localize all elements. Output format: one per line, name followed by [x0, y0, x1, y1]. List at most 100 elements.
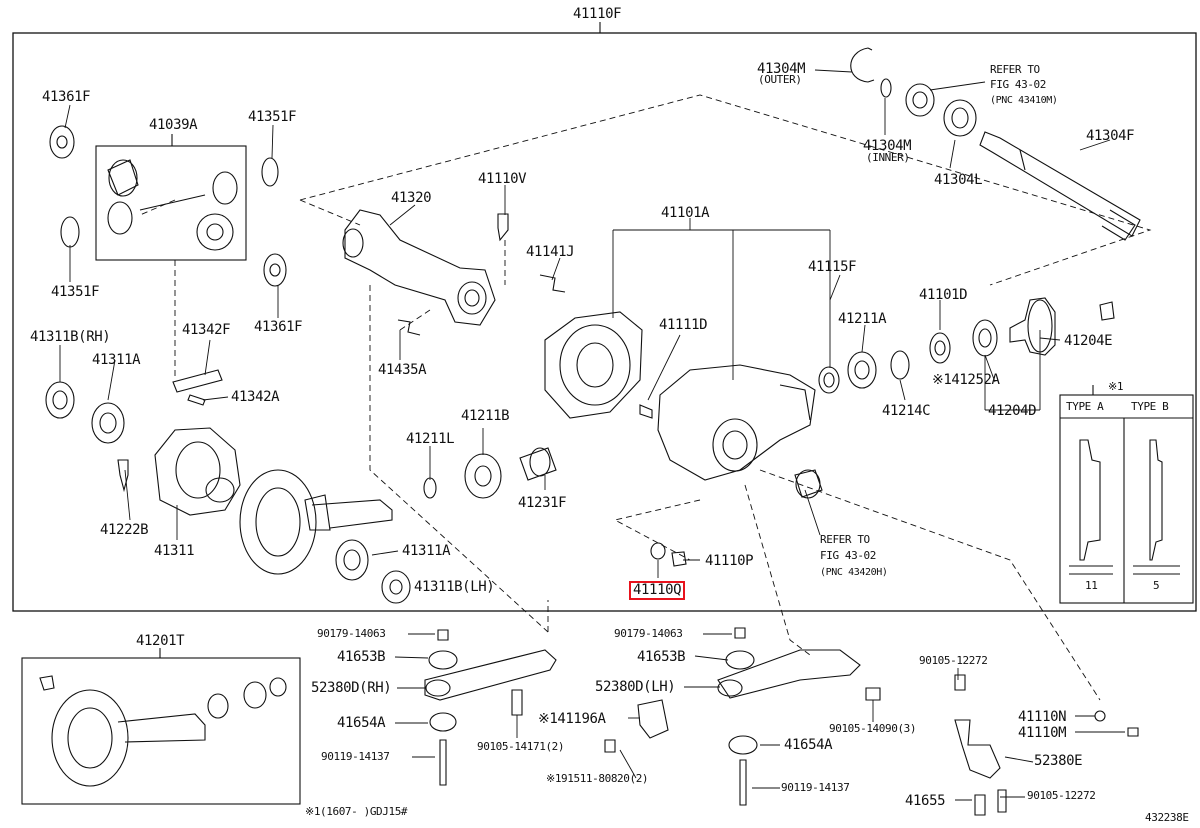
seal-41115f — [818, 366, 840, 394]
callout-41304l: 41304L — [934, 172, 983, 188]
callout-90179-14063-b: 90179-14063 — [614, 627, 683, 640]
refer-top-line-2: FIG 43-02 — [990, 78, 1047, 91]
callout-41101a: 41101A — [661, 205, 710, 221]
callout-41214c: 41214C — [882, 403, 931, 419]
bearing-41311a-a — [91, 402, 125, 444]
ring-gear-pinion — [239, 469, 393, 575]
callout-41435a: 41435A — [378, 362, 427, 378]
callout-41201t: 41201T — [136, 633, 185, 649]
callout-41115f: 41115F — [808, 259, 857, 275]
oil-seal-41304l — [905, 83, 935, 117]
callout-191511-80820: ※191511-80820(2) — [546, 772, 649, 785]
callout-41311b-lh: 41311B(LH) — [414, 579, 495, 595]
callout-41110m: 41110M — [1018, 725, 1067, 741]
lh-mount-assembly — [604, 627, 881, 806]
type-b-profile — [1149, 439, 1163, 561]
stud-bolt-41141j — [539, 274, 566, 293]
callout-90105-12272-a: 90105-12272 — [919, 654, 988, 667]
callout-90179-14063-a: 90179-14063 — [317, 627, 386, 640]
callout-41211a: 41211A — [838, 311, 887, 327]
part-drawings — [39, 47, 1180, 816]
refer-mid-line-2: FIG 43-02 — [820, 549, 877, 562]
callout-41342a: 41342A — [231, 389, 280, 405]
callout-41211b: 41211B — [461, 408, 510, 424]
callout-141196a: ※141196A — [538, 711, 606, 727]
pinion-gear-set — [107, 159, 238, 251]
callout-41351f-a: 41351F — [248, 109, 297, 125]
dashed-guides — [139, 94, 1152, 701]
bearing-41211b — [464, 453, 502, 499]
type-b-header: TYPE B — [1131, 400, 1169, 413]
axle-housing-41320 — [342, 209, 496, 326]
callout-outer-note: (OUTER) — [758, 73, 802, 86]
callout-90119-14137-b: 90119-14137 — [781, 781, 850, 794]
callout-41204e: 41204E — [1064, 333, 1113, 349]
callout-90119-14137-a: 90119-14137 — [321, 750, 390, 763]
callout-41110n: 41110N — [1018, 709, 1067, 725]
callout-41231f: 41231F — [518, 495, 567, 511]
type-table — [1059, 394, 1194, 604]
refer-top-line-3: (PNC 43410M) — [990, 95, 1058, 106]
callout-41653b-a: 41653B — [337, 649, 386, 665]
type-a-profile — [1079, 439, 1101, 561]
callout-41304m-inner: 41304M — [863, 138, 912, 154]
seal-right — [794, 469, 823, 498]
shim-41211l — [423, 477, 437, 499]
gasket-41110q — [650, 542, 666, 560]
main-frame — [12, 32, 1197, 612]
bolt-41435a — [397, 319, 421, 336]
callout-41655: 41655 — [905, 793, 946, 809]
plug-41110p — [671, 551, 687, 567]
differential-carrier-41101a — [544, 311, 816, 481]
pin-41342a — [187, 394, 206, 406]
callout-41204d: 41204D — [988, 403, 1037, 419]
callout-52380d-rh: 52380D(RH) — [311, 680, 392, 696]
callout-41342f: 41342F — [182, 322, 231, 338]
callout-41311a-b: 41311A — [402, 543, 451, 559]
bearing-41311a-b — [335, 539, 369, 581]
pinion-set-frame — [95, 145, 247, 261]
callout-41110q-highlighted[interactable]: 41110Q — [629, 581, 686, 600]
callout-41361f-a: 41361F — [42, 89, 91, 105]
callout-41311b-rh: 41311B(RH) — [30, 329, 111, 345]
callout-41311a-a: 41311A — [92, 352, 141, 368]
bolt-41222b — [117, 459, 129, 493]
axle-shaft-41304f — [979, 131, 1141, 237]
snap-ring-inner — [880, 78, 892, 98]
callout-41141j: 41141J — [526, 244, 575, 260]
callout-41222b: 41222B — [100, 522, 149, 538]
oil-seal-141252a — [972, 319, 998, 357]
callout-41311: 41311 — [154, 543, 195, 559]
callout-41110v: 41110V — [478, 171, 527, 187]
type-a-header: TYPE A — [1066, 400, 1104, 413]
breather-plug — [497, 213, 509, 242]
callout-41039a: 41039A — [149, 117, 198, 133]
kit-frame — [21, 657, 301, 805]
callout-52380e: 52380E — [1034, 753, 1083, 769]
washer-41311b-lh — [381, 570, 411, 604]
thrust-washer-41361f-a — [49, 125, 75, 159]
callout-90105-14090: 90105-14090(3) — [829, 722, 917, 735]
callout-41110p: 41110P — [705, 553, 754, 569]
callout-41110f: 41110F — [573, 6, 622, 22]
washer-41351f-b — [60, 216, 80, 248]
callout-41653b-b: 41653B — [637, 649, 686, 665]
callout-41304f: 41304F — [1086, 128, 1135, 144]
callout-90105-14171: 90105-14171(2) — [477, 740, 565, 753]
bearing-top — [943, 99, 977, 137]
callout-41111d: 41111D — [659, 317, 708, 333]
differential-case-41311 — [154, 427, 241, 516]
companion-flange-41204d — [1009, 297, 1056, 356]
rh-mount-assembly — [424, 629, 557, 786]
washer-41351f-a — [261, 157, 279, 187]
callout-41304m-outer: 41304M — [757, 61, 806, 77]
footnote: ※1(1607- )GDJ15# — [305, 805, 408, 818]
callout-41320: 41320 — [391, 190, 432, 206]
stabilizer-link-52380e — [954, 674, 1139, 816]
callout-inner-note: (INNER) — [866, 151, 910, 164]
callout-52380d-lh: 52380D(LH) — [595, 679, 676, 695]
kit-contents — [39, 675, 287, 787]
callout-41361f-b: 41361F — [254, 319, 303, 335]
